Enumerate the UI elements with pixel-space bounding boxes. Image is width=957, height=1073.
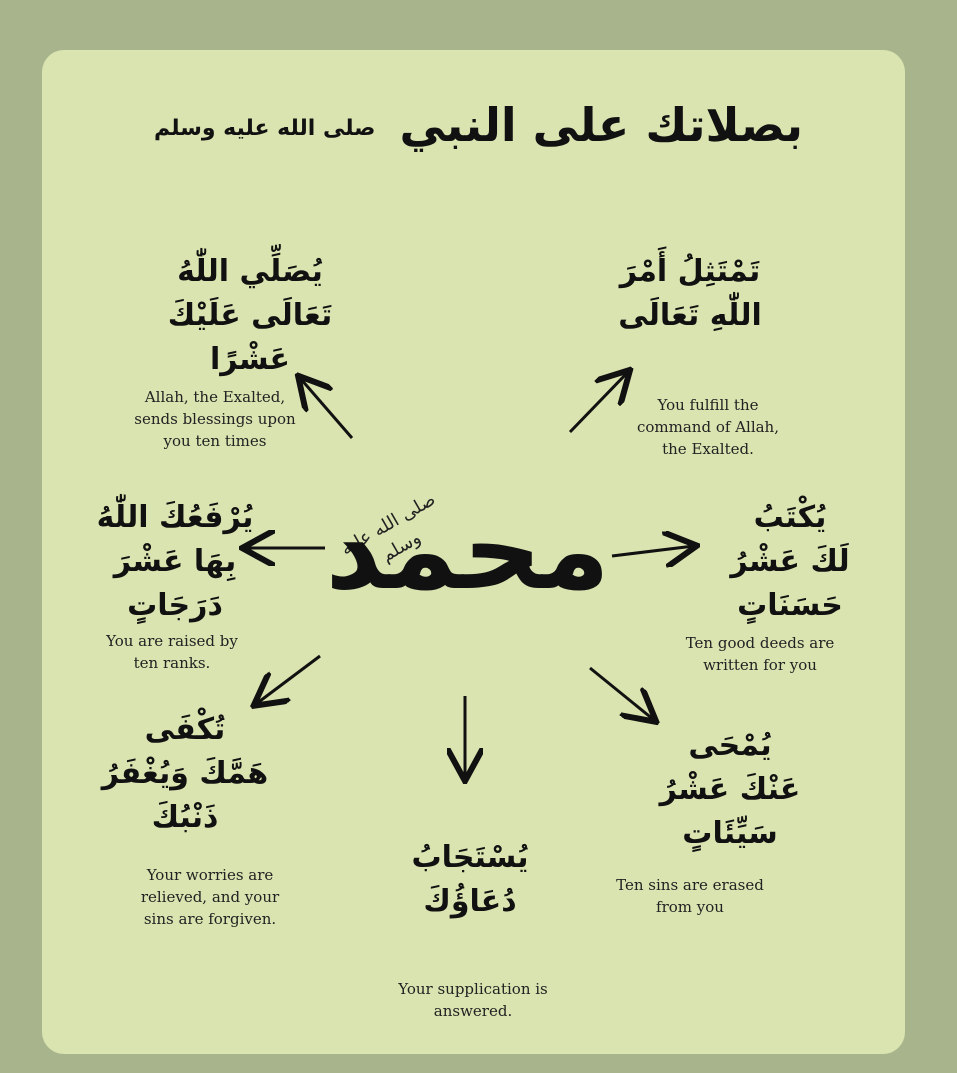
arrow-top-left xyxy=(300,378,354,439)
benefit-arabic-deeds: يُكْتَبُ لَكَ عَشْرُ حَسَنَاتٍ xyxy=(730,500,850,623)
arrow-bottom-right xyxy=(589,666,654,720)
benefit-arabic-ranks: يُرْفَعُكَ اللّٰهُ بِهَا عَشْرَ دَرَجَات… xyxy=(96,500,254,623)
benefit-arabic-supplication: يُسْتَجَابُ دُعَاؤُكَ xyxy=(411,840,529,919)
benefit-arabic-worries: تُكْفَى هَمَّكَ وَيُغْفَرُ ذَنْبُكَ xyxy=(101,712,269,835)
benefit-arabic-sins: يُمْحَى عَنْكَ عَشْرُ سَيِّئَاتٍ xyxy=(659,728,801,851)
arrow-bottom-left xyxy=(256,654,321,704)
benefit-english-ranks: You are raised by ten ranks. xyxy=(106,632,238,672)
infographic-card xyxy=(42,50,905,1054)
benefit-arabic-blessings: يُصَلِّي اللّٰهُ تَعَالَى عَلَيْكَ عَشْر… xyxy=(167,254,333,377)
arrow-top-right xyxy=(568,372,628,434)
benefit-english-command: You fulfill the command of Allah, the Ex… xyxy=(636,396,779,458)
center-calligraphy: صلى الله عليه وسلم محمد xyxy=(325,440,610,670)
benefit-english-worries: Your worries are relieved, and your sins… xyxy=(140,866,280,928)
arrow-right xyxy=(611,546,694,556)
title-honorific: صلى الله عليه وسلم xyxy=(153,116,376,141)
title-text: بصلاتك على النبي xyxy=(399,98,804,152)
benefit-english-sins: Ten sins are erased from you xyxy=(616,876,764,916)
benefit-english-blessings: Allah, the Exalted, sends blessings upon… xyxy=(134,388,296,450)
page-title: بصلاتك على النبي صلى الله عليه وسلم xyxy=(0,98,957,152)
center-name: محمد xyxy=(325,486,610,614)
benefit-english-supplication: Your supplication is answered. xyxy=(398,980,548,1020)
benefit-english-deeds: Ten good deeds are written for you xyxy=(685,634,835,674)
benefit-arabic-command: تَمْتَثِلُ أَمْرَ اللّٰهِ تَعَالَى xyxy=(618,254,762,333)
